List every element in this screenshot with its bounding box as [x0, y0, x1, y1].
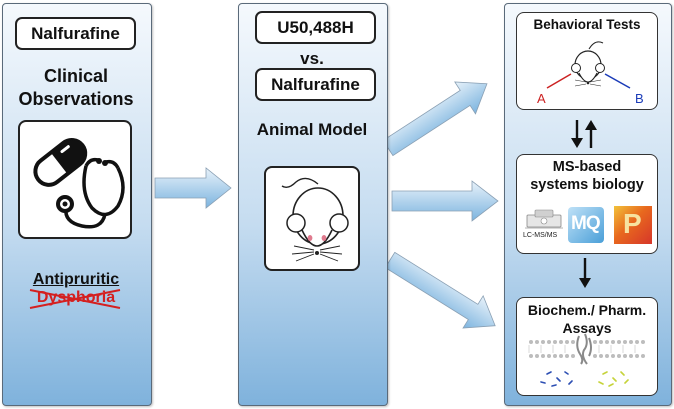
behavioral-tests-box: Behavioral Tests A B — [516, 12, 658, 110]
drug-label-nalfurafine: Nalfurafine — [15, 17, 136, 50]
maxquant-logo: MQ — [568, 207, 604, 243]
pill-icon — [33, 137, 88, 187]
mouse-icon — [281, 177, 349, 262]
animal-model-label: Animal Model — [256, 120, 368, 139]
drug-label-u50488h: U50,488H — [255, 11, 376, 44]
versus-label: vs. — [300, 49, 324, 68]
arrow-clinical-to-model — [154, 167, 232, 209]
clinical-heading-line2: Observations — [18, 89, 134, 109]
ms-title-line1: MS-based — [552, 159, 622, 175]
behavior-label-b: B — [635, 91, 644, 106]
clinical-image-box — [18, 120, 132, 239]
maxquant-logo-text: MQ — [571, 213, 601, 234]
behavior-mouse-icon — [546, 41, 631, 89]
perseus-logo: P — [614, 206, 652, 244]
lcms-instrument-icon — [525, 209, 563, 229]
arrow-to-ms — [391, 180, 499, 222]
membrane-icon — [528, 333, 645, 365]
mouse-image-box — [264, 166, 360, 271]
clinical-heading-line1: Clinical — [43, 66, 109, 86]
arrow-to-assays — [384, 251, 496, 329]
drug-label-nalfurafine-2: Nalfurafine — [255, 68, 376, 101]
lcms-label: LC-MS/MS — [523, 232, 558, 239]
assays-box: Biochem./ Pharm. Assays — [516, 297, 658, 396]
assays-title-line2: Assays — [562, 320, 612, 336]
behavior-label-a: A — [537, 91, 546, 106]
molecules-icon — [540, 371, 629, 387]
effect-antipruritic: Antipruritic — [32, 271, 120, 288]
stethoscope-icon — [56, 157, 125, 229]
ms-title-line2: systems biology — [530, 177, 644, 193]
behavioral-tests-title: Behavioral Tests — [533, 17, 641, 32]
assays-title-line1: Biochem./ Pharm. — [527, 302, 647, 318]
perseus-logo-text: P — [623, 208, 642, 239]
ms-systems-biology-box: MS-based systems biology LC-MS/MS MQ P — [516, 154, 658, 254]
arrow-to-behavioral — [382, 81, 488, 157]
